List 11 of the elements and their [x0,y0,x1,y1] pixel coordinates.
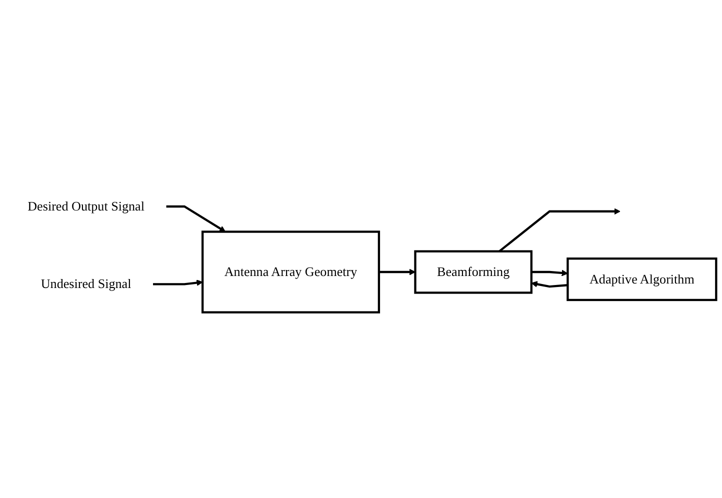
arrow [378,268,416,276]
arrow [166,205,226,232]
node-box: Beamforming [414,250,532,294]
node-text: Undesired Signal [40,276,132,292]
arrow [153,280,203,286]
node-box: Adaptive Algorithm [566,257,718,301]
arrow [531,280,568,288]
node-text: Desired Output Signal [28,198,144,214]
node-box: Antenna Array Geometry [201,230,380,314]
arrow [531,270,568,276]
arrow [498,208,620,252]
